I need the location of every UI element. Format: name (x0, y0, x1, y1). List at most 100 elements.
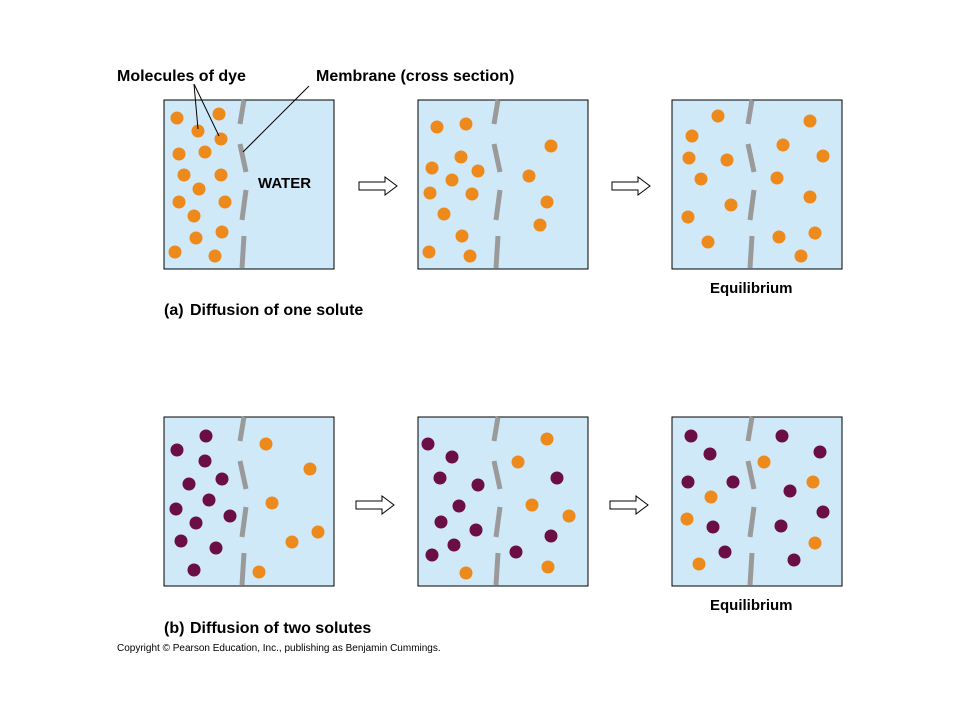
orange-dye-molecule (525, 498, 539, 512)
caption-a-text: Diffusion of one solute (190, 302, 363, 319)
orange-dye-molecule (215, 225, 229, 239)
membrane-dash (491, 143, 503, 173)
orange-dye-molecule (682, 151, 696, 165)
orange-dye-molecule (208, 249, 222, 263)
purple-dye-molecule (469, 523, 483, 537)
caption-a-letter: (a) (164, 302, 184, 319)
purple-dye-molecule (169, 502, 183, 516)
caption-b-letter: (b) (164, 620, 184, 637)
purple-dye-molecule (189, 516, 203, 530)
orange-dye-molecule (172, 195, 186, 209)
membrane-dash (239, 189, 249, 221)
orange-dye-molecule (540, 195, 554, 209)
orange-dye-molecule (459, 117, 473, 131)
membrane-dash (493, 552, 501, 586)
membrane-dash (745, 416, 755, 442)
orange-dye-molecule (214, 168, 228, 182)
orange-dye-molecule (192, 182, 206, 196)
orange-dye-molecule (425, 161, 439, 175)
purple-dye-molecule (684, 429, 698, 443)
membrane-dash (237, 99, 247, 125)
orange-dye-molecule (303, 462, 317, 476)
orange-dye-molecule (816, 149, 830, 163)
membrane-dash (745, 143, 757, 173)
purple-dye-molecule (706, 520, 720, 534)
membrane-dash (493, 189, 503, 221)
membrane-dash (745, 460, 757, 490)
orange-dye-molecule (680, 512, 694, 526)
orange-dye-molecule (455, 229, 469, 243)
copyright-text: Copyright © Pearson Education, Inc., pub… (117, 643, 441, 654)
purple-dye-molecule (544, 529, 558, 543)
orange-dye-molecule (808, 226, 822, 240)
orange-dye-molecule (540, 432, 554, 446)
orange-dye-molecule (794, 249, 808, 263)
membrane-label: Membrane (cross section) (316, 68, 514, 85)
orange-dye-molecule (544, 139, 558, 153)
orange-dye-molecule (191, 124, 205, 138)
membrane-dash (747, 235, 755, 269)
purple-dye-molecule (775, 429, 789, 443)
purple-dye-molecule (199, 429, 213, 443)
purple-dye-molecule (425, 548, 439, 562)
purple-dye-molecule (434, 515, 448, 529)
membrane-dash (747, 506, 757, 538)
purple-dye-molecule (187, 563, 201, 577)
orange-dye-molecule (454, 150, 468, 164)
orange-dye-molecule (694, 172, 708, 186)
orange-dye-molecule (170, 111, 184, 125)
molecules-of-dye-label: Molecules of dye (117, 68, 246, 85)
orange-dye-molecule (463, 249, 477, 263)
orange-dye-molecule (259, 437, 273, 451)
purple-dye-molecule (774, 519, 788, 533)
membrane-dash (493, 506, 503, 538)
orange-dye-molecule (172, 147, 186, 161)
molecules (168, 107, 830, 580)
equilibrium-label-b: Equilibrium (710, 597, 793, 614)
purple-dye-molecule (703, 447, 717, 461)
membrane-dash (745, 99, 755, 125)
orange-dye-molecule (757, 455, 771, 469)
purple-dye-molecule (471, 478, 485, 492)
dye-leader-2 (193, 83, 220, 137)
panel-a-middle (417, 99, 589, 270)
arrow-b-2 (609, 495, 649, 515)
orange-dye-molecule (311, 525, 325, 539)
membrane-dash (239, 506, 249, 538)
membrane-dash (491, 99, 501, 125)
orange-dye-molecule (803, 114, 817, 128)
orange-dye-molecule (511, 455, 525, 469)
purple-dye-molecule (209, 541, 223, 555)
orange-dye-molecule (265, 496, 279, 510)
orange-dye-molecule (541, 560, 555, 574)
purple-dye-molecule (452, 499, 466, 513)
membrane-dash (239, 235, 247, 269)
membrane-dash (237, 460, 249, 490)
orange-dye-molecule (724, 198, 738, 212)
orange-dye-molecule (772, 230, 786, 244)
purple-dye-molecule (718, 545, 732, 559)
panel-b-middle (417, 416, 589, 587)
orange-dye-molecule (806, 475, 820, 489)
membrane-leader (242, 85, 310, 153)
membrane-dash (237, 143, 249, 173)
purple-dye-molecule (726, 475, 740, 489)
membrane-dash (747, 189, 757, 221)
purple-dye-molecule (813, 445, 827, 459)
orange-dye-molecule (168, 245, 182, 259)
orange-dye-molecule (459, 566, 473, 580)
orange-dye-molecule (808, 536, 822, 550)
membrane-dash (237, 416, 247, 442)
purple-dye-molecule (447, 538, 461, 552)
caption-b-text: Diffusion of two solutes (190, 620, 371, 637)
arrow-b-1 (355, 495, 395, 515)
orange-dye-molecule (711, 109, 725, 123)
orange-dye-molecule (770, 171, 784, 185)
orange-dye-molecule (681, 210, 695, 224)
water-label: WATER (258, 175, 311, 192)
purple-dye-molecule (223, 509, 237, 523)
orange-dye-molecule (562, 509, 576, 523)
orange-dye-molecule (422, 245, 436, 259)
orange-dye-molecule (776, 138, 790, 152)
